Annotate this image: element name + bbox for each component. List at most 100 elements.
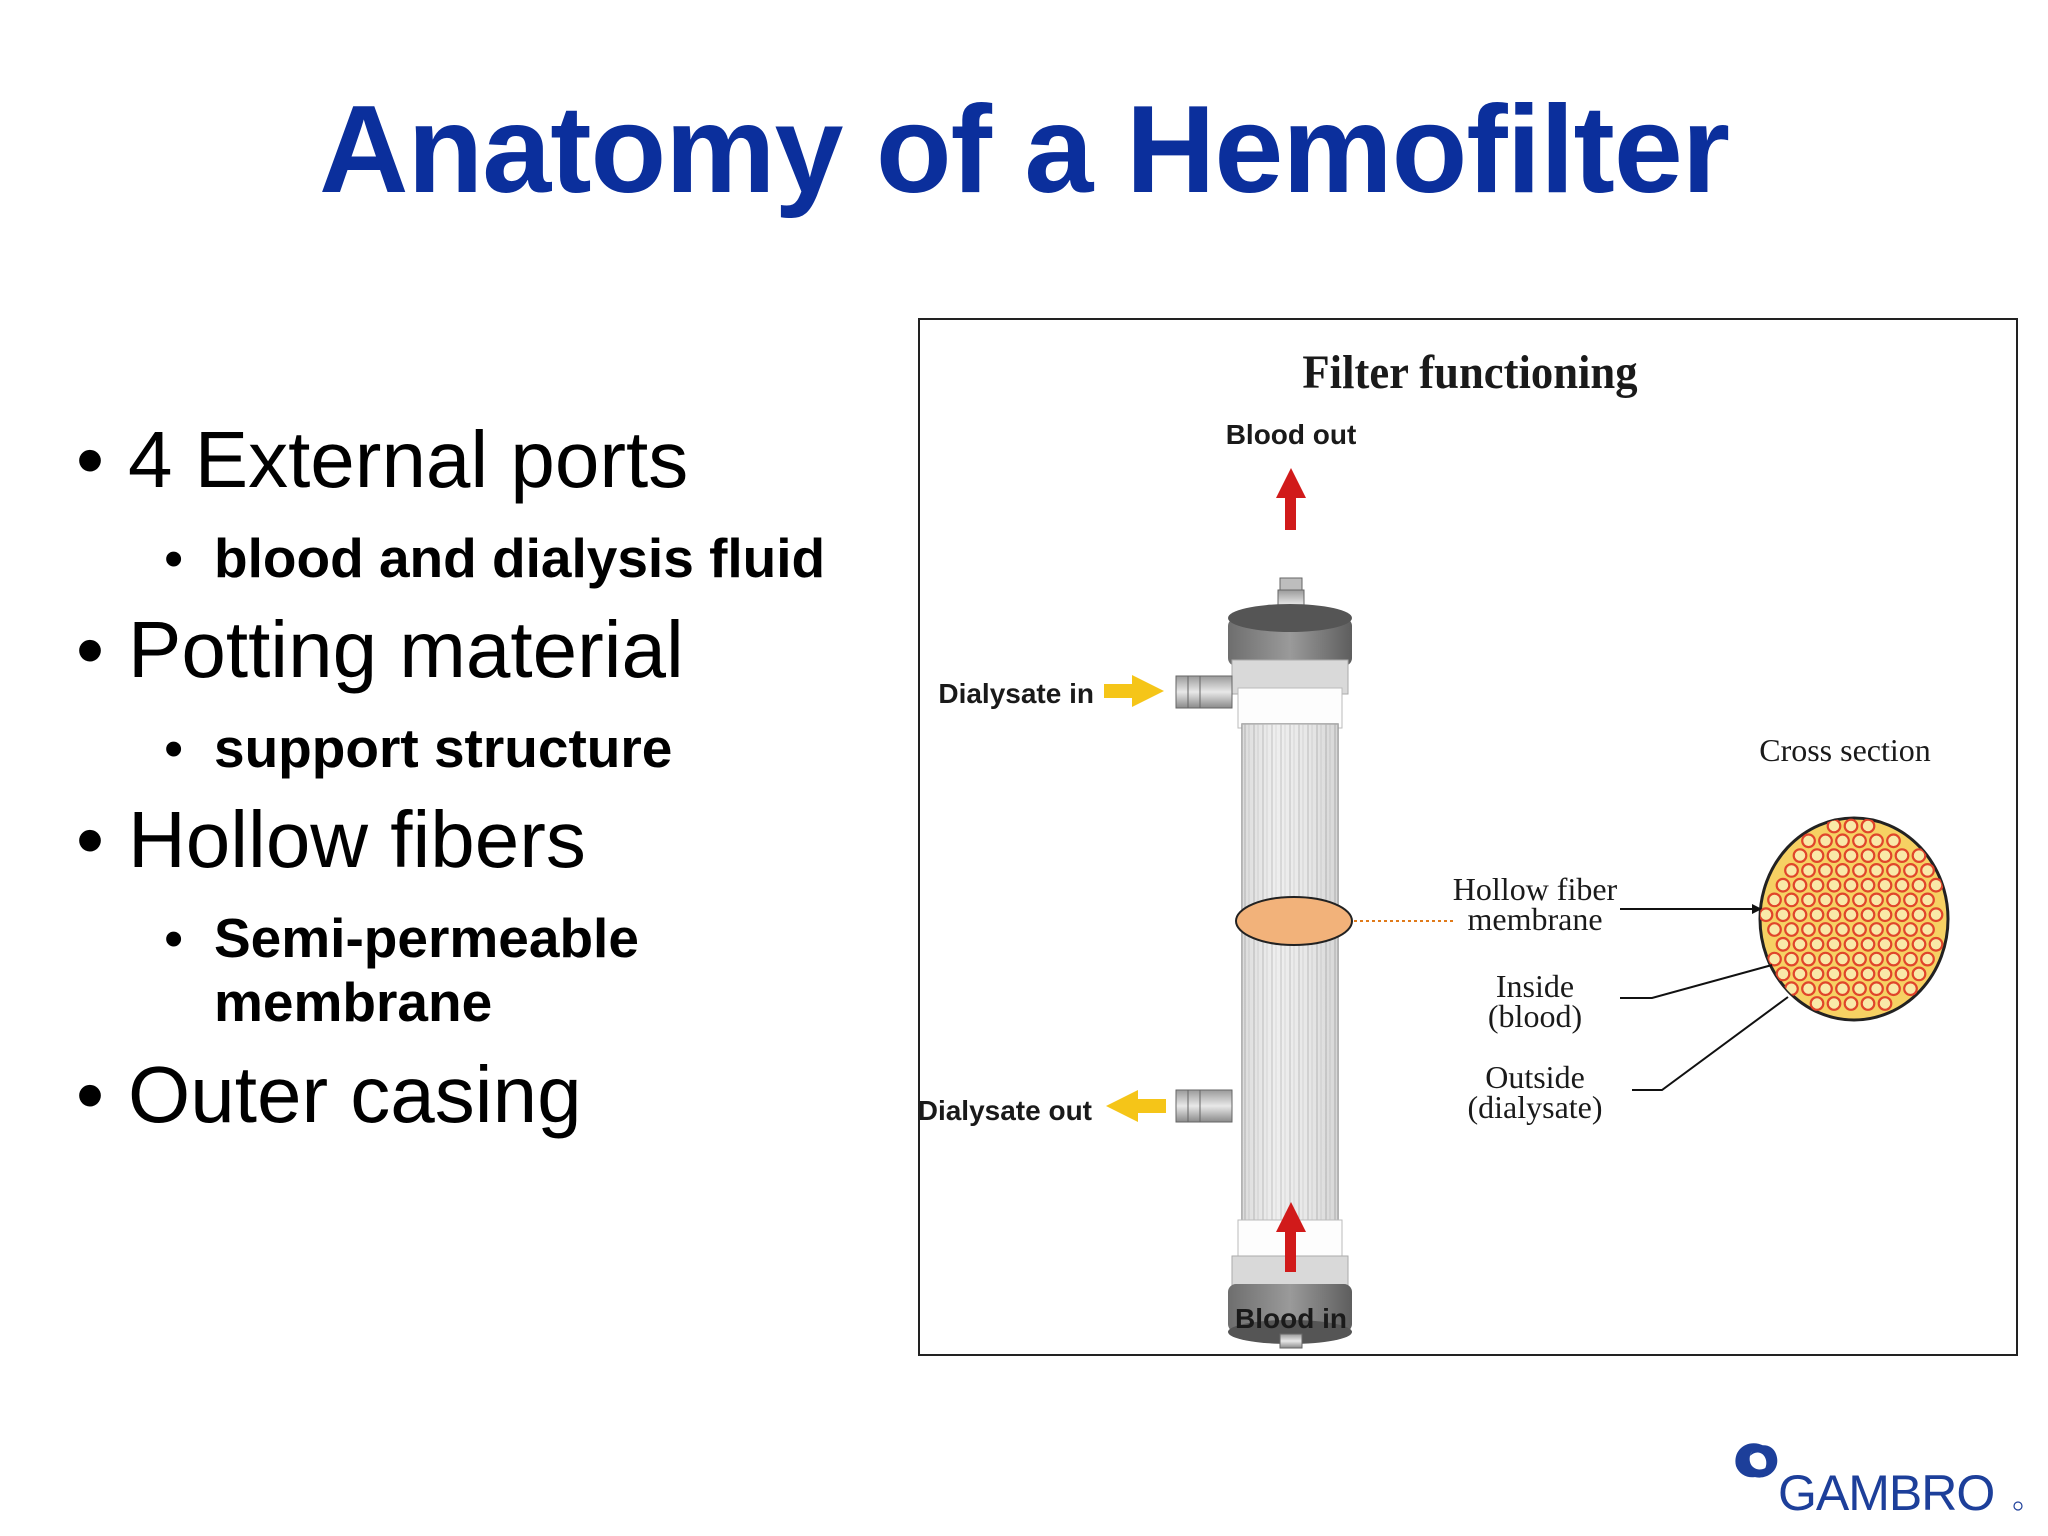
hollow-fiber-dot — [1928, 907, 1944, 923]
label-blood-in: Blood in — [1235, 1303, 1347, 1334]
bullet-outer-casing: •Outer casing — [76, 1050, 582, 1139]
diagram-title: Filter functioning — [1302, 347, 1637, 400]
hollow-fiber-dot — [1792, 907, 1808, 923]
hollow-fiber-dot — [1843, 818, 1859, 834]
hollow-fiber-dot — [1903, 951, 1918, 967]
hollow-fiber-dot — [1818, 981, 1833, 997]
hollow-fiber-dot — [1835, 922, 1850, 937]
hollow-fiber-dot — [1860, 848, 1876, 863]
hollow-fiber-dot — [1826, 996, 1842, 1011]
hollow-fiber-dot — [1869, 922, 1884, 937]
hollow-fiber-dot — [1767, 922, 1782, 937]
hollow-fiber-dot — [1801, 863, 1816, 878]
bottom-blood-port — [1279, 1333, 1303, 1349]
hollow-fiber-dot — [1835, 833, 1850, 849]
hollow-fiber-dot — [1760, 907, 1774, 923]
hollow-fiber-dot — [1903, 981, 1918, 997]
hollow-fiber-dot — [1911, 848, 1927, 863]
hollow-fiber-dot — [1826, 966, 1842, 982]
hollow-fiber-dot — [1877, 907, 1893, 923]
hollow-fiber-dot — [1809, 966, 1825, 982]
label-blood-out: Blood out — [1226, 419, 1357, 450]
hollow-fiber-dot — [1818, 833, 1833, 849]
hollow-fiber-dot — [1886, 892, 1901, 908]
hollow-fiber-dot — [1903, 863, 1918, 878]
hollow-fiber-dot — [1877, 996, 1893, 1011]
bullet-dot: • — [76, 1050, 105, 1139]
hollow-fiber-dot — [1784, 892, 1799, 908]
hollow-fiber-dot — [1869, 863, 1884, 878]
hollow-fiber-dot — [1792, 848, 1808, 863]
hollow-fiber-dot — [1843, 936, 1859, 952]
bullet-potting-material: •Potting material — [76, 605, 684, 694]
hollow-fiber-dot — [1784, 863, 1799, 878]
hollow-fiber-dot — [1835, 951, 1850, 967]
hollow-fiber-dot — [1920, 951, 1935, 967]
sub-bullet-support-structure: •support structure — [164, 717, 673, 779]
hollow-fiber-dot — [1920, 892, 1935, 908]
hollow-fiber-dot — [1886, 981, 1901, 997]
hollow-fiber-dot — [1826, 907, 1842, 923]
slide-title: Anatomy of a Hemofilter — [318, 81, 1730, 219]
label-outside: Outside — [1485, 1059, 1585, 1095]
hollow-fiber-dot — [1792, 877, 1808, 893]
hollow-fiber-dot — [1775, 936, 1791, 952]
hollow-fiber-dot — [1826, 818, 1842, 834]
bullet-dot: • — [76, 415, 105, 504]
label-inside: Inside — [1496, 968, 1574, 1004]
dialysate-in-port — [1175, 675, 1233, 709]
hollow-fiber-dot — [1801, 951, 1816, 967]
hollow-fiber-dot — [1809, 877, 1825, 893]
hollow-fiber-dot — [1860, 877, 1876, 893]
hollow-fiber-dot — [1843, 848, 1859, 863]
bullet-dot: • — [76, 795, 105, 884]
hollow-fiber-dot — [1852, 951, 1867, 967]
hollow-fiber-dot — [1911, 907, 1927, 923]
hollow-fiber-dot — [1809, 936, 1825, 952]
hollow-fiber-dot — [1775, 966, 1791, 982]
hollow-fiber-dot — [1767, 951, 1782, 967]
hollow-fiber-dot — [1852, 981, 1867, 997]
hollow-fiber-dot — [1894, 848, 1910, 863]
hollow-fiber-dot — [1792, 936, 1808, 952]
hollow-fiber-dot — [1877, 848, 1893, 863]
hollow-fiber-dot — [1843, 907, 1859, 923]
hollow-fiber-dot — [1809, 848, 1825, 863]
hollow-fiber-dot — [1911, 877, 1927, 893]
dialysate-out-arrow-icon — [1106, 1090, 1166, 1122]
blood-in-arrow-icon — [1276, 1202, 1306, 1272]
hollow-fiber-dot — [1775, 877, 1791, 893]
hollow-fiber-dot — [1818, 863, 1833, 878]
hollow-fiber-dot — [1843, 996, 1859, 1011]
hollow-fiber-dot — [1784, 922, 1799, 937]
hollow-fiber-dot — [1877, 966, 1893, 982]
hollow-fiber-dot — [1869, 951, 1884, 967]
sub-bullet-blood-dialysis: •blood and dialysis fluid — [164, 527, 826, 589]
gambro-logo: GAMBRO — [1735, 1443, 2023, 1520]
hollow-fiber-dot — [1860, 818, 1876, 834]
hollow-fiber-dot — [1860, 966, 1876, 982]
hollow-fiber-dot — [1860, 936, 1876, 952]
hollow-fiber-dot — [1894, 907, 1910, 923]
hollow-fiber-dot — [1826, 848, 1842, 863]
filter-diagram-svg: Filter functioning Blood out Dialysate i… — [920, 347, 1950, 1349]
hollow-fiber-dot — [1843, 877, 1859, 893]
hollow-fiber-dot — [1911, 966, 1927, 982]
hollow-fiber-dot — [1826, 877, 1842, 893]
label-inside-blood: (blood) — [1488, 998, 1582, 1034]
bullet-external-ports: •4 External ports — [76, 415, 689, 504]
label-dialysate-out: Dialysate out — [920, 1095, 1092, 1126]
filter-diagram: Filter functioning Blood out Dialysate i… — [918, 318, 2018, 1356]
hollow-fiber-dot — [1886, 833, 1901, 849]
hollow-fiber-dot — [1928, 877, 1944, 893]
hollow-fiber-dot — [1860, 996, 1876, 1011]
hollow-fiber-dot — [1801, 922, 1816, 937]
hollow-fiber-dot — [1894, 966, 1910, 982]
hollow-fiber-dot — [1767, 892, 1782, 908]
bullet-dot: • — [76, 605, 105, 694]
bullet-hollow-fibers: •Hollow fibers — [76, 795, 586, 884]
pointer-inside — [1620, 964, 1773, 999]
hollow-fiber-dot — [1886, 922, 1901, 937]
hollow-fiber-dot — [1801, 892, 1816, 908]
